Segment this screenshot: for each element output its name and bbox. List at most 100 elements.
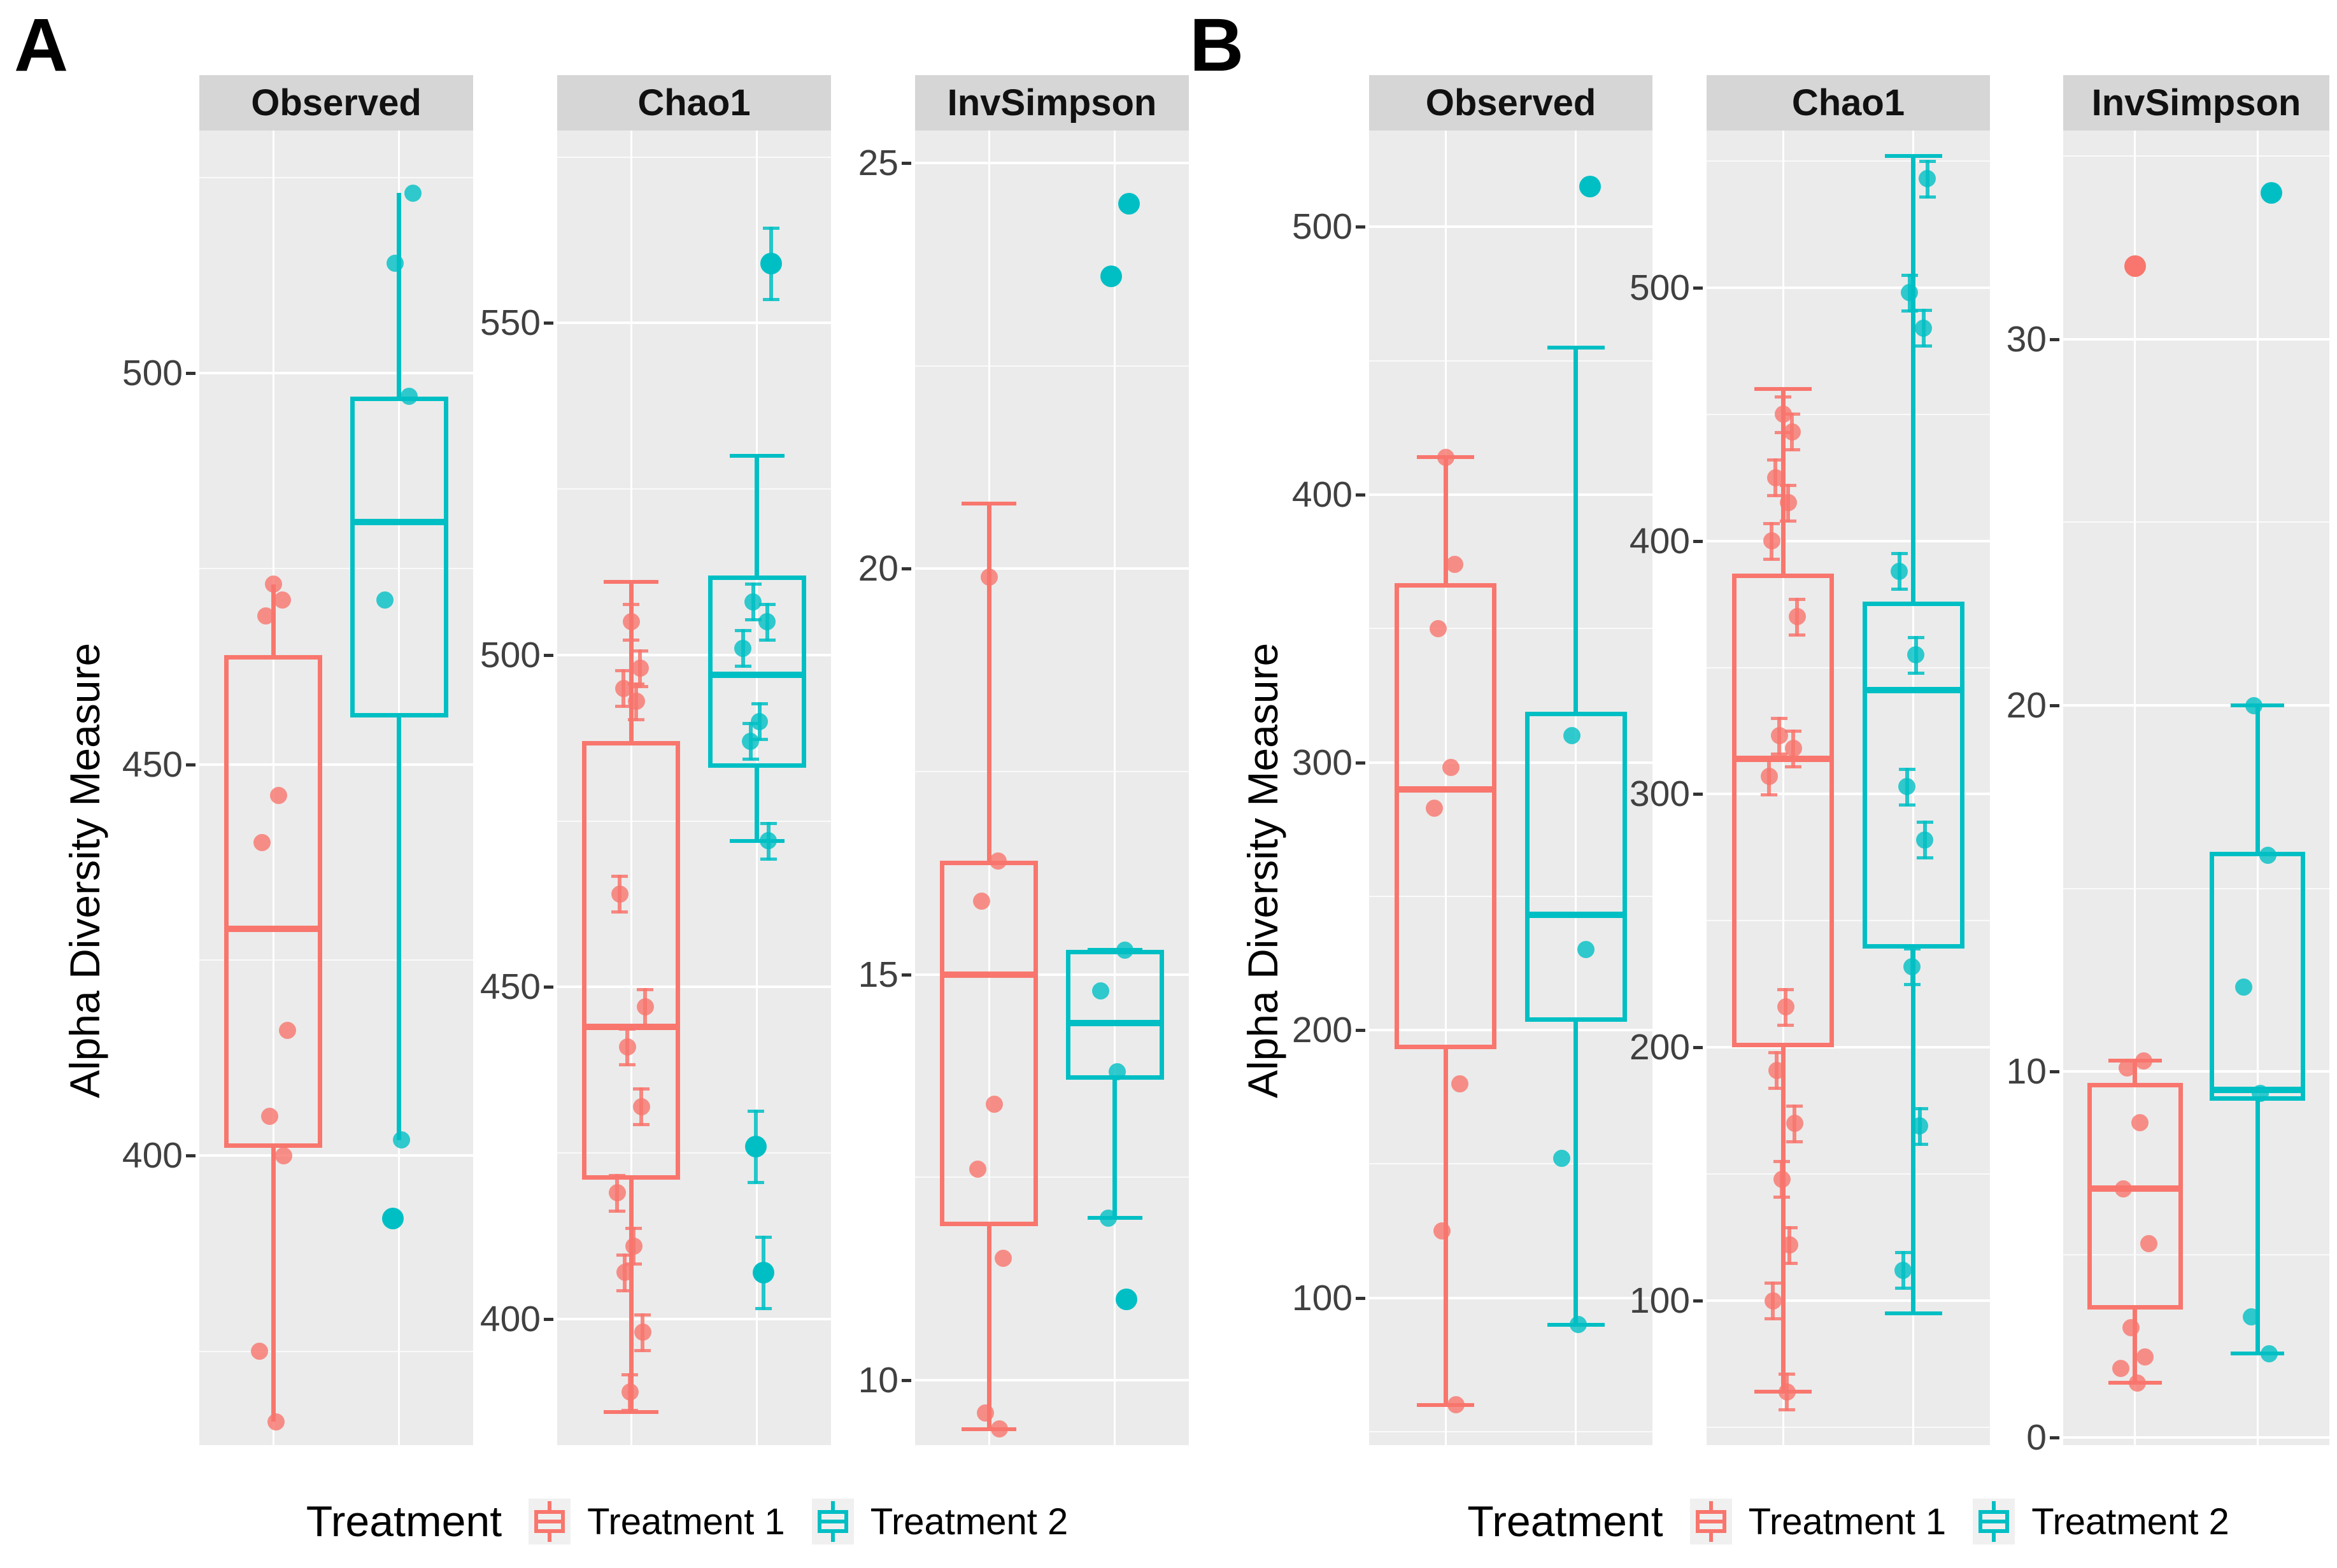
point-error-cap [751,702,768,706]
facet-strip-b-observed: Observed [1369,75,1652,131]
y-tick-mark [902,567,911,571]
legend-label-treatment-2: Treatment 2 [870,1501,1069,1543]
point-error-cap [1907,671,1924,675]
whisker-upper-a-invsimpson-treatment-1 [986,504,991,861]
y-tick-mark [902,1379,911,1383]
data-point-b-invsimpson-treatment-1 [2140,1235,2158,1253]
point-error-cap [1777,987,1794,991]
point-error-cap [1761,757,1778,761]
median-a-chao1-treatment-1 [581,1023,681,1030]
y-tick-mark [1693,539,1703,543]
point-error-cap [611,875,629,879]
y-tick-label-b-observed-300: 300 [1291,742,1353,783]
y-tick-mark [902,973,911,977]
point-error-cap [632,684,649,688]
minor-gridline [1369,628,1652,630]
point-error-cap [1768,1087,1786,1091]
facet-panel-a-invsimpson [915,131,1189,1445]
y-tick-mark [2050,704,2059,708]
data-point-b-chao1-treatment-1 [1773,1170,1791,1188]
point-error-cap [762,226,779,230]
data-point-b-invsimpson-treatment-1 [2119,1059,2136,1077]
facet-panel-b-invsimpson [2063,131,2329,1445]
median-b-chao1-treatment-2 [1862,687,1964,694]
legend-item-treatment-2[interactable]: Treatment 2 [1973,1499,2229,1544]
minor-gridline [1707,160,1990,162]
y-tick-mark [544,985,553,989]
major-gridline [199,1154,473,1157]
minor-gridline [1369,360,1652,362]
legend-item-treatment-1[interactable]: Treatment 1 [1689,1499,1946,1544]
data-point-b-invsimpson-treatment-1 [2112,1359,2130,1377]
point-error-cap [1779,1373,1796,1376]
major-gridline [1707,286,1990,289]
y-tick-label-a-observed-400: 400 [122,1135,183,1176]
y-tick-label-b-invsimpson-10: 10 [2006,1051,2047,1092]
whisker-staple-a-invsimpson-treatment-1 [961,1427,1017,1431]
median-a-observed-treatment-1 [224,925,323,932]
data-point-a-chao1-treatment-2 [751,712,769,730]
data-point-a-invsimpson-treatment-2 [1115,1288,1137,1310]
major-gridline [199,763,473,766]
point-error-cap [616,1253,634,1257]
data-point-a-observed-treatment-2 [404,184,422,202]
minor-gridline [199,176,473,178]
data-point-a-chao1-treatment-1 [622,613,640,631]
point-error-cap [1767,494,1784,498]
point-error-cap [760,821,777,825]
box-a-chao1-treatment-2 [707,575,807,768]
box-a-observed-treatment-1 [224,654,323,1148]
point-error-cap [1771,716,1788,720]
y-tick-label-b-chao1-200: 200 [1629,1027,1690,1068]
point-error-cap [1785,765,1802,768]
point-error-cap [1903,983,1921,986]
data-point-b-chao1-treatment-1 [1779,494,1797,512]
whisker-lower-a-observed-treatment-1 [271,1147,276,1422]
major-gridline [557,1317,831,1320]
data-point-b-chao1-treatment-1 [1764,1292,1782,1310]
y-tick-mark [1356,225,1365,229]
point-error-cap [1915,344,1932,348]
point-error-cap [762,297,779,301]
data-point-a-chao1-treatment-2 [742,732,760,750]
data-point-b-chao1-treatment-2 [1915,319,1933,337]
y-tick-label-b-chao1-300: 300 [1629,773,1690,815]
point-error-cap [1768,1051,1786,1055]
facet-strip-b-chao1: Chao1 [1707,75,1990,131]
major-gridline [1707,1046,1990,1049]
point-error-cap [628,682,645,686]
minor-gridline [2063,155,2329,157]
data-point-b-chao1-treatment-2 [1916,831,1934,849]
point-error-cap [609,1209,626,1213]
point-error-cap [1907,635,1924,639]
data-point-b-invsimpson-treatment-2 [2261,181,2283,204]
y-tick-mark [186,372,195,376]
whisker-staple-a-chao1-treatment-1 [603,1409,659,1414]
facet-panel-b-chao1 [1707,131,1990,1445]
major-gridline [1707,1299,1990,1303]
data-point-a-chao1-treatment-1 [636,998,654,1016]
data-point-b-chao1-treatment-1 [1763,532,1780,550]
point-error-cap [747,1109,764,1113]
data-point-b-observed-treatment-1 [1425,799,1443,817]
data-point-a-observed-treatment-1 [273,591,291,609]
point-error-cap [625,1227,643,1231]
data-point-a-observed-treatment-1 [250,1343,268,1360]
data-point-a-chao1-treatment-1 [608,1184,626,1202]
point-error-cap [1780,483,1797,487]
minor-gridline [915,771,1189,772]
data-point-b-chao1-treatment-2 [1903,957,1921,975]
point-error-cap [1773,1196,1791,1199]
whisker-lower-a-invsimpson-treatment-1 [986,1225,991,1429]
minor-gridline [915,365,1189,367]
box-a-invsimpson-treatment-1 [939,861,1039,1226]
minor-gridline [557,820,831,822]
legend-item-treatment-2[interactable]: Treatment 2 [811,1499,1069,1544]
point-error-cap [1785,729,1802,733]
legend-item-treatment-1[interactable]: Treatment 1 [529,1499,785,1544]
minor-gridline [1707,667,1990,668]
data-point-b-chao1-treatment-1 [1780,1236,1798,1254]
whisker-staple-b-chao1-treatment-2 [1884,1311,1942,1316]
whisker-upper-b-invsimpson-treatment-1 [2133,1061,2138,1083]
point-error-cap [637,987,654,991]
